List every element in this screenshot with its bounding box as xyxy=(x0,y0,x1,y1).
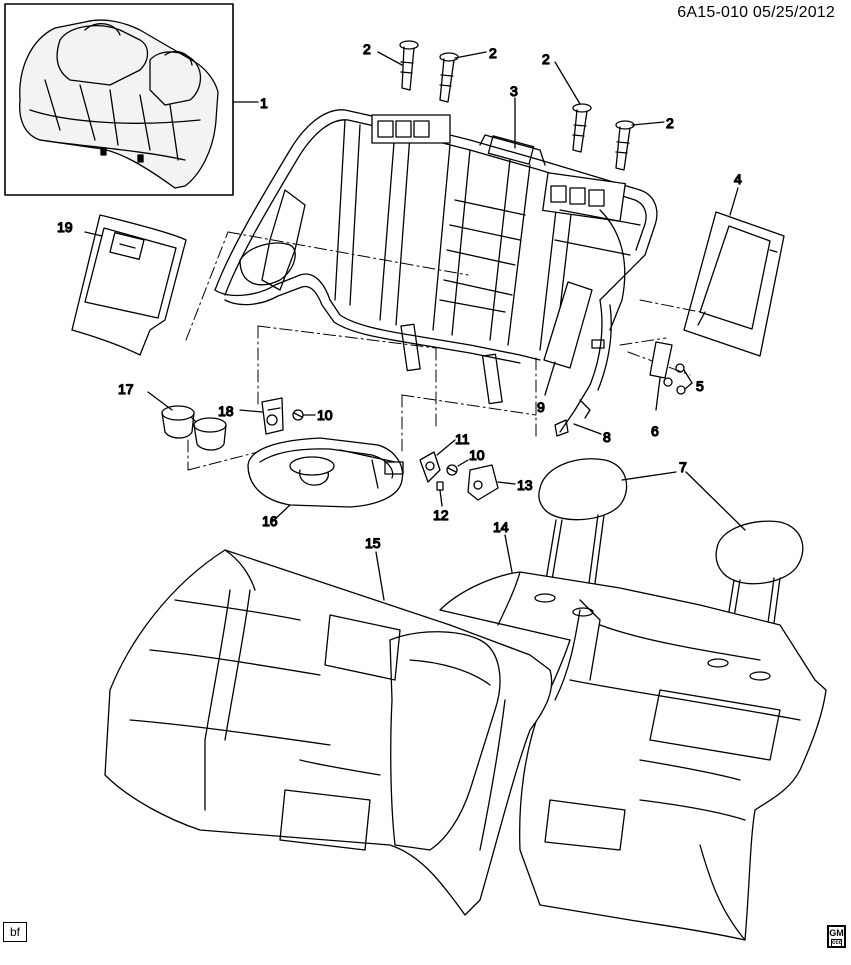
callout-1: 1 xyxy=(260,95,268,111)
armrest-16 xyxy=(247,437,404,508)
callout-2b: 2 xyxy=(489,45,497,61)
bracket-18 xyxy=(261,397,284,435)
callout-2c: 2 xyxy=(542,51,550,67)
pad-9 xyxy=(543,281,593,369)
leader-13 xyxy=(497,481,516,485)
callout-7: 7 xyxy=(679,459,687,475)
release-cable-8 xyxy=(554,299,612,437)
callout-17: 17 xyxy=(118,381,134,397)
leader-9 xyxy=(544,361,556,396)
callout-16: 16 xyxy=(262,513,278,529)
callout-13: 13 xyxy=(517,477,533,493)
leader-5b xyxy=(684,382,693,390)
callout-15: 15 xyxy=(365,535,381,551)
leader-6 xyxy=(655,377,661,411)
callout-labels: 1 2 2 2 2 3 4 5 6 7 8 9 10 10 11 12 13 1… xyxy=(56,40,742,551)
leader-7a xyxy=(621,471,677,481)
document-id: 6A15-010 05/25/2012 xyxy=(677,4,835,21)
leader-15 xyxy=(375,551,385,601)
callout-14: 14 xyxy=(493,519,509,535)
leader-12 xyxy=(439,489,443,507)
callout-10a: 10 xyxy=(317,407,333,423)
callout-6: 6 xyxy=(651,423,659,439)
callout-8: 8 xyxy=(603,429,611,445)
leader-7b xyxy=(685,471,746,531)
latch-13 xyxy=(467,464,499,501)
callout-9: 9 xyxy=(537,399,545,415)
gm-logo-subtext: ccc xyxy=(831,939,843,947)
bracket-6 xyxy=(649,341,673,379)
leader-19 xyxy=(84,231,103,237)
callout-12: 12 xyxy=(433,507,449,523)
seat-back-frame xyxy=(214,109,658,405)
screw-10-right xyxy=(446,464,458,476)
leader-10b xyxy=(457,459,469,467)
callout-4: 4 xyxy=(734,171,742,187)
seat-back-14 xyxy=(439,571,827,941)
headrest-guides xyxy=(377,40,665,171)
leader-16 xyxy=(271,504,291,523)
leader-14 xyxy=(504,534,513,573)
leader-11 xyxy=(436,439,456,456)
cup-holder-insert-17 xyxy=(161,405,227,451)
seat-back-15 xyxy=(104,549,553,916)
fasteners-5 xyxy=(663,363,686,395)
trim-panel-4 xyxy=(683,211,785,357)
leader-18 xyxy=(239,409,263,413)
leader-4 xyxy=(729,187,739,216)
callout-3: 3 xyxy=(510,83,518,99)
callout-11: 11 xyxy=(455,431,470,447)
callout-2a: 2 xyxy=(363,41,371,57)
gm-logo: GM ccc xyxy=(827,925,846,948)
hinge-11 xyxy=(419,451,441,483)
clip-12 xyxy=(436,481,444,491)
inset-seat-back-thumbnail xyxy=(4,3,234,196)
gm-logo-text: GM xyxy=(829,928,844,938)
leader-17 xyxy=(147,391,173,411)
callout-2d: 2 xyxy=(666,115,674,131)
callout-19: 19 xyxy=(57,219,73,235)
callout-5: 5 xyxy=(696,378,704,394)
leader-5a xyxy=(683,369,693,384)
screw-10-left xyxy=(292,409,304,421)
callout-18: 18 xyxy=(218,403,234,419)
callout-10b: 10 xyxy=(469,447,485,463)
leader-8 xyxy=(573,423,602,435)
trim-panel-19 xyxy=(71,214,187,356)
corner-tag: bf xyxy=(3,922,27,942)
reference-lines xyxy=(185,231,701,471)
